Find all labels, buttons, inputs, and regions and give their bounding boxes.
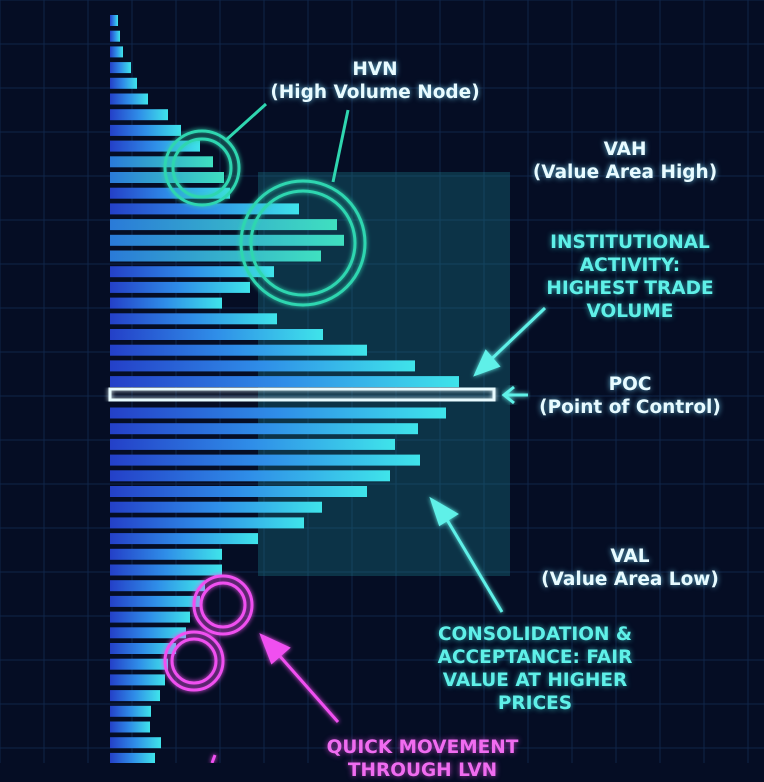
volume-bar [110,15,118,26]
poc-bar [108,387,496,402]
volume-bar [110,376,459,388]
volume-bar [110,46,123,58]
volume-bar [110,124,181,136]
volume-bar [110,62,131,74]
label-line: PRICES [497,693,573,714]
volume-bar [110,77,137,89]
lvn-volume-bar [110,627,186,639]
volume-bar [110,187,230,199]
hvn-label: HVN (High Volume Node) [270,58,480,104]
volume-bar [110,737,161,749]
volume-profile-chart [0,0,764,763]
hvn-title: HVN [352,59,398,80]
vah-title: VAH [603,139,647,160]
hvn-volume-bar [110,250,321,262]
volume-bar [110,297,222,309]
volume-bar [110,690,160,702]
volume-bar [110,611,190,623]
poc-subtitle: (Point of Control) [539,397,721,418]
label-line: CONSOLIDATION & [437,624,633,645]
volume-bar [110,454,420,466]
label-line: QUICK MOVEMENT [326,737,519,758]
poc-arrow-icon [501,385,528,405]
val-label: VAL (Value Area Low) [530,545,730,591]
hvn-large-circle-icon [239,179,367,307]
volume-bar [110,109,168,121]
quick-movement-label: QUICK MOVEMENT THROUGH LVN [310,736,535,782]
volume-bar [110,407,446,419]
volume-bar [110,423,418,435]
volume-bar [110,266,274,278]
label-line: THROUGH LVN [347,760,498,781]
label-line: ACCEPTANCE: FAIR [437,647,633,668]
label-line: ACTIVITY: [579,255,681,276]
volume-bar [110,752,155,763]
hvn-volume-bar [110,156,213,168]
volume-bar [110,501,322,513]
volume-bar [110,721,150,733]
label-line: INSTITUTIONAL [550,232,710,253]
poc-title: POC [608,374,652,395]
institutional-arrow-icon [473,306,547,377]
volume-bar [110,360,415,372]
volume-bar [110,517,304,529]
volume-bar [110,486,367,497]
lvn-circle-icon [163,574,254,692]
hvn-small-circle-icon [163,129,241,207]
volume-bar [110,643,176,654]
volume-bar [110,93,148,105]
volume-bar [110,281,250,293]
val-subtitle: (Value Area Low) [541,569,719,590]
lvn-volume-bar [110,595,200,607]
quick-movement-arrow-icon [210,633,340,763]
hvn-pointer-line [331,109,350,183]
consolidation-arrow-icon [429,496,504,613]
volume-bar [110,548,222,560]
volume-bar [110,470,390,482]
volume-bar [110,329,323,340]
label-line: HIGHEST TRADE [546,278,714,299]
consolidation-label: CONSOLIDATION & ACCEPTANCE: FAIR VALUE A… [420,623,650,715]
label-line: VALUE AT HIGHER [442,670,628,691]
volume-bar [110,30,120,42]
volume-bar [110,140,200,152]
value-area-box [258,172,510,576]
label-line: VOLUME [586,301,674,322]
volume-bar [110,438,395,450]
volume-bar [110,580,205,592]
volume-bar [110,313,277,325]
volume-bar [110,533,258,545]
hvn-pointer-line [224,102,268,142]
vah-label: VAH (Value Area High) [525,138,725,184]
vah-subtitle: (Value Area High) [532,162,718,183]
volume-bar [110,203,299,215]
volume-bar [110,674,165,686]
hvn-volume-bar [110,219,337,231]
background-grid [0,0,764,763]
volume-bar [110,564,222,576]
hvn-subtitle: (High Volume Node) [270,82,480,103]
volume-bar [110,705,151,717]
poc-label: POC (Point of Control) [530,373,730,419]
hvn-volume-bar [110,234,344,246]
volume-bar [110,658,168,670]
institutional-activity-label: INSTITUTIONAL ACTIVITY: HIGHEST TRADE VO… [530,231,730,323]
val-title: VAL [610,546,650,567]
volume-bar [110,344,367,356]
